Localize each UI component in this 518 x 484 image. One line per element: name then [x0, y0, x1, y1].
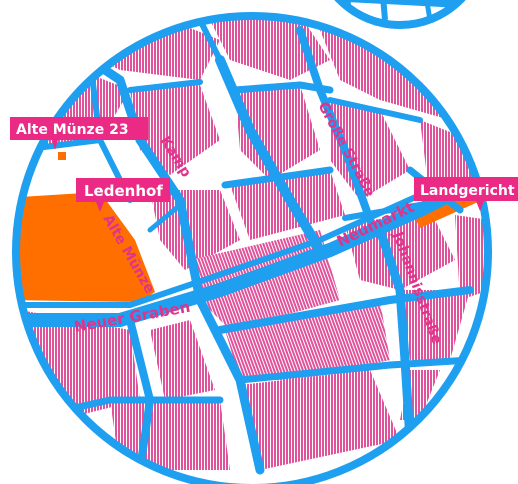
alte-muenze-23-building[interactable] — [58, 152, 66, 160]
map-frame-circle — [12, 12, 492, 484]
overview-circle-fragment — [315, 0, 481, 29]
label-alte-muenze-23[interactable]: Alte Münze 23 — [10, 117, 148, 150]
label-landgericht-text: Landgericht — [420, 183, 515, 199]
label-ledenhof-text: Ledenhof — [84, 182, 163, 200]
label-ledenhof[interactable]: Ledenhof — [76, 178, 170, 212]
label-alte-muenze-23-text: Alte Münze 23 — [16, 122, 129, 138]
ledenhof-building[interactable] — [5, 192, 155, 302]
label-landgericht[interactable]: Landgericht — [414, 177, 518, 211]
